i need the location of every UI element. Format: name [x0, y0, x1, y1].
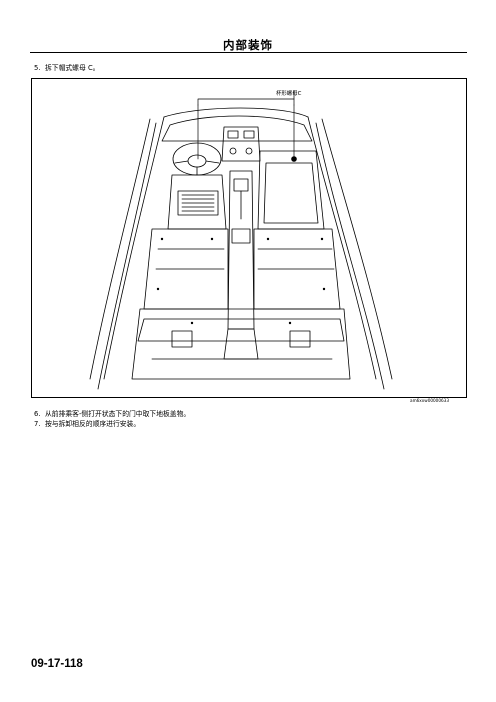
control-knob-1 [229, 147, 237, 155]
step-7-number: 7. [34, 420, 41, 428]
step-6: 6. 从前排乘客-侧打开状态下的门中取下地板盖物。 [34, 408, 190, 418]
steering-hub [187, 154, 207, 168]
callout-bracket [197, 98, 295, 106]
dashboard-top [161, 115, 313, 142]
page-number: 09-17-118 [31, 658, 83, 670]
step-5: 5. 拆下帽式螺母 C。 [34, 62, 99, 72]
rear-right-seat-mount [289, 330, 311, 348]
control-knob-2 [245, 147, 253, 155]
callout-label: 杯形螺母C [276, 91, 302, 97]
windshield [163, 107, 309, 118]
shifter-base [233, 178, 249, 192]
step-7: 7. 按与拆卸相反的顺序进行安装。 [34, 418, 140, 428]
left-body-outline [89, 116, 165, 390]
step-7-text: 按与拆卸相反的顺序进行安装。 [45, 420, 141, 428]
step-5-number: 5. [34, 64, 41, 72]
fastener-holes [156, 237, 326, 325]
figure-id: am6xxw00000633 [410, 398, 450, 403]
step-6-number: 6. [34, 410, 41, 418]
driver-floor-mat [177, 190, 219, 216]
driver-footwell [167, 174, 227, 230]
vent-left [227, 130, 239, 139]
right-body-outline [307, 116, 393, 390]
rear-floor-pan [131, 308, 351, 380]
step-5-text: 拆下帽式螺母 C。 [45, 64, 100, 72]
rear-left-seat-mount [171, 330, 193, 348]
rear-center-tunnel [223, 328, 259, 360]
vent-right [243, 130, 255, 139]
page-title: 内部装饰 [223, 38, 273, 52]
rear-cross-member [137, 318, 345, 342]
vehicle-interior-illustration [89, 90, 393, 390]
step-6-text: 从前排乘客-侧打开状态下的门中取下地板盖物。 [45, 410, 191, 418]
title-rule [30, 52, 467, 53]
figure-box [31, 78, 467, 398]
